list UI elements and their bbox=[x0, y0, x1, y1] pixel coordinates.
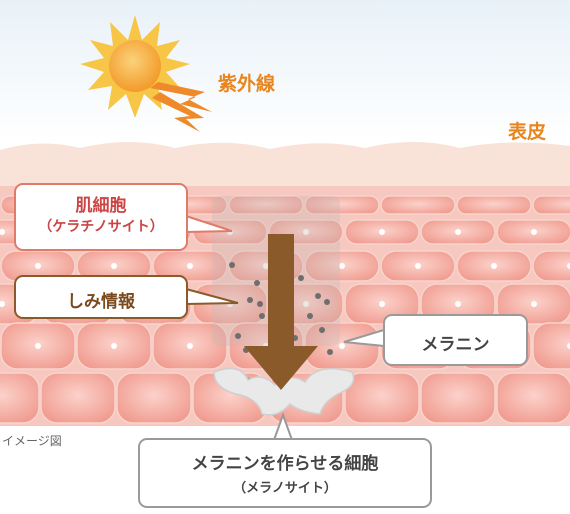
cell-nucleus bbox=[0, 301, 5, 307]
cell-nucleus bbox=[455, 229, 461, 235]
cell-nucleus bbox=[0, 229, 5, 235]
melanocyte-cell bbox=[213, 367, 355, 416]
melanin-dot bbox=[307, 313, 313, 319]
cell-nucleus bbox=[455, 301, 461, 307]
cell-nucleus bbox=[567, 343, 570, 349]
cell-nucleus bbox=[187, 263, 193, 269]
melanin-label: メラニン bbox=[421, 335, 490, 355]
uv-label: 紫外線 bbox=[218, 73, 276, 95]
skin-cell bbox=[532, 250, 570, 282]
melanin-dot bbox=[235, 333, 241, 339]
melanin-dot bbox=[315, 293, 321, 299]
cell-nucleus bbox=[379, 301, 385, 307]
cell-nucleus bbox=[111, 343, 117, 349]
uv-ray-icon bbox=[150, 82, 212, 132]
cell-nucleus bbox=[187, 343, 193, 349]
melanin-callout: メラニン bbox=[383, 314, 528, 366]
melanin-arrow bbox=[244, 234, 318, 390]
skin-cell bbox=[532, 195, 570, 215]
keratinocyte-callout: 肌細胞 （ケラチノサイト） bbox=[14, 183, 188, 251]
melanocyte-callout: メラニンを作らせる細胞 （メラノサイト） bbox=[138, 438, 432, 508]
melanin-dot bbox=[229, 262, 235, 268]
melanin-dot bbox=[327, 349, 333, 355]
cell-nucleus bbox=[303, 301, 309, 307]
cell-nucleus bbox=[339, 343, 345, 349]
melanin-dot bbox=[298, 275, 304, 281]
skin-cell bbox=[228, 195, 304, 215]
keratinocyte-subtitle: （ケラチノサイト） bbox=[38, 219, 164, 235]
spot-info-label: しみ情報 bbox=[67, 292, 135, 312]
cell-nucleus bbox=[303, 229, 309, 235]
cell-nucleus bbox=[531, 229, 537, 235]
cell-nucleus bbox=[379, 229, 385, 235]
cell-nucleus bbox=[491, 263, 497, 269]
melanin-dot bbox=[257, 301, 263, 307]
skin-cell bbox=[496, 372, 570, 424]
sun-icon bbox=[80, 15, 190, 118]
skin-cell bbox=[456, 195, 532, 215]
cell-nucleus bbox=[415, 263, 421, 269]
melanin-dot bbox=[259, 313, 265, 319]
skin-cell bbox=[420, 372, 496, 424]
skin-cell bbox=[304, 195, 380, 215]
melanocyte-subtitle: （メラノサイト） bbox=[233, 481, 337, 496]
sky-background bbox=[0, 0, 570, 140]
melanin-dot bbox=[247, 297, 253, 303]
skin-cell bbox=[532, 322, 570, 370]
epidermis-label: 表皮 bbox=[508, 121, 547, 143]
keratinocyte-title: 肌細胞 bbox=[75, 196, 127, 216]
image-note: イメージ図 bbox=[2, 434, 62, 448]
skin-cell bbox=[344, 372, 420, 424]
skin-cell bbox=[0, 372, 40, 424]
cell-nucleus bbox=[531, 301, 537, 307]
cell-nucleus bbox=[35, 343, 41, 349]
cell-nucleus bbox=[35, 263, 41, 269]
cell-nucleus bbox=[263, 263, 269, 269]
melanin-dot bbox=[324, 299, 330, 305]
skin-cell bbox=[116, 372, 192, 424]
skin-cell bbox=[40, 372, 116, 424]
melanocyte-title: メラニンを作らせる細胞 bbox=[191, 454, 379, 474]
melanin-dot bbox=[319, 327, 325, 333]
cell-nucleus bbox=[339, 263, 345, 269]
cell-nucleus bbox=[111, 263, 117, 269]
spot-info-callout: しみ情報 bbox=[14, 275, 188, 319]
skin-cell bbox=[380, 195, 456, 215]
melanin-dot bbox=[254, 280, 260, 286]
cell-nucleus bbox=[567, 263, 570, 269]
